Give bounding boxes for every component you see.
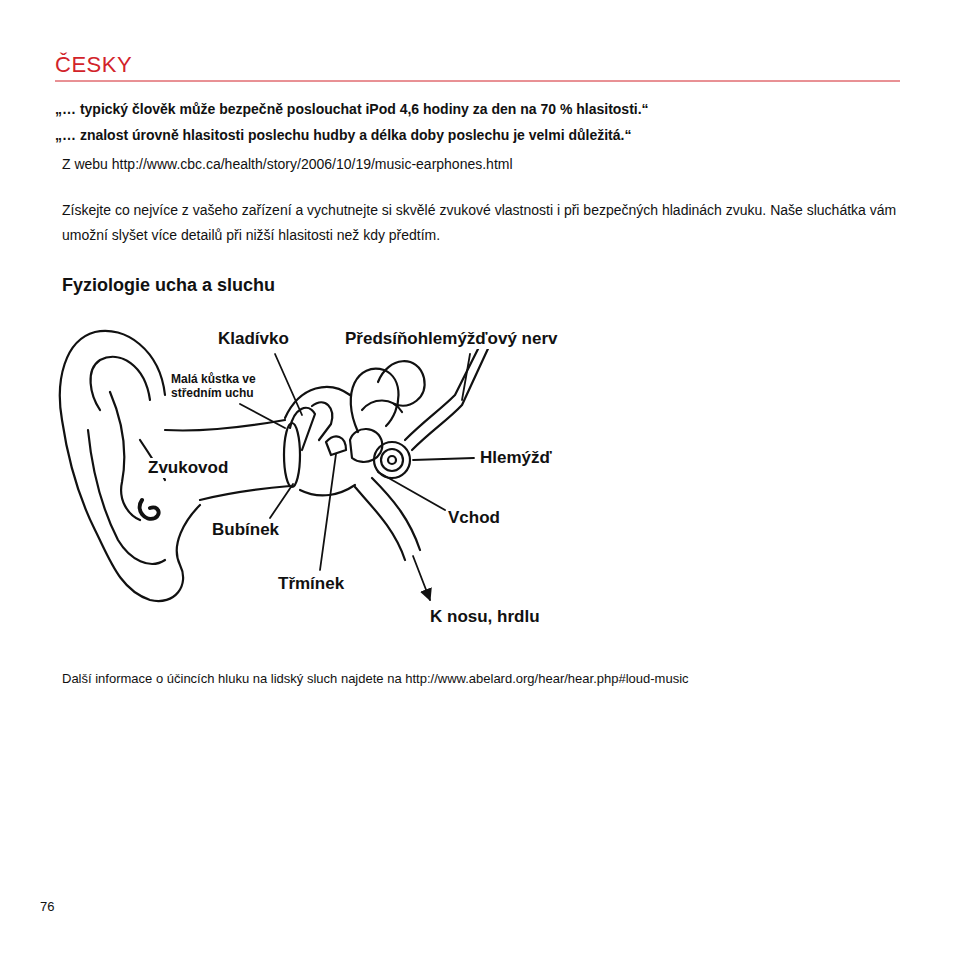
part-label: Hlemýžď: [478, 448, 554, 468]
source-note: Z webu http://www.cbc.ca/health/story/20…: [62, 152, 932, 177]
section-heading: Fyziologie ucha a sluchu: [62, 274, 662, 296]
ear-drawing: [60, 331, 492, 601]
leader-line: [275, 354, 302, 415]
part-label: Třmínek: [276, 574, 346, 594]
leader-line: [462, 354, 470, 400]
part-label: Kladívko: [216, 329, 291, 349]
part-label: Předsíňohlemýžďový nerv: [343, 329, 560, 349]
part-label: Vchod: [446, 508, 502, 528]
intro-paragraph: Získejte co nejvíce z vašeho zařízení a …: [62, 198, 907, 248]
leader-line: [240, 404, 285, 428]
page-heading: ČESKY: [55, 52, 132, 78]
leader-arrow: [413, 556, 430, 600]
leader-line: [270, 484, 293, 518]
part-label: K nosu, hrdlu: [428, 607, 542, 627]
part-label: Malá kůstka ve středním uchu: [170, 372, 262, 400]
part-label: Bubínek: [210, 520, 281, 540]
header-rule: [55, 81, 900, 82]
part-label: Zvukovod: [146, 458, 230, 478]
quote-line: „… typický člověk může bezpečně poslouch…: [55, 100, 935, 118]
leader-line: [413, 458, 474, 460]
leader-line: [320, 454, 336, 570]
page-number: 76: [40, 898, 54, 916]
leader-line: [378, 472, 445, 510]
footer-note: Další informace o účincích hluku na lids…: [62, 670, 932, 688]
quote-line: „… znalost úrovně hlasitosti poslechu hu…: [55, 126, 935, 144]
leader-lines: [240, 354, 474, 600]
